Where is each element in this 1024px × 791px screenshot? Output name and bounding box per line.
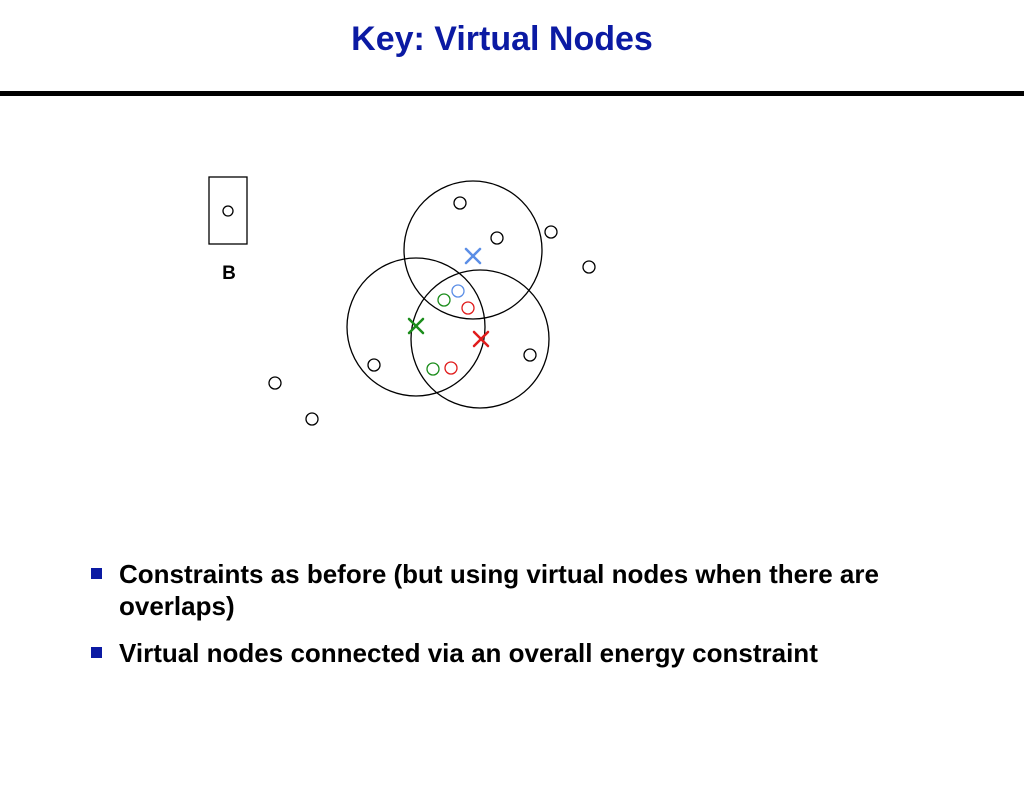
square-bullet-icon (91, 647, 102, 658)
sensor-node (523, 348, 537, 362)
bullet-item: Virtual nodes connected via an overall e… (88, 637, 908, 669)
virtual-node-red (444, 361, 458, 375)
cluster-head-red (472, 330, 490, 348)
virtual-node-green (437, 293, 451, 307)
base-station-box (208, 176, 248, 245)
slide-title: Key: Virtual Nodes (351, 20, 653, 58)
bullet-text: Constraints as before (but using virtual… (119, 559, 879, 621)
virtual-node-blue (451, 284, 465, 298)
title-divider (0, 91, 1024, 96)
sensor-node (305, 412, 319, 426)
virtual-node-red (461, 301, 475, 315)
sensor-node (453, 196, 467, 210)
base-station: B (208, 176, 248, 284)
virtual-node-green (426, 362, 440, 376)
sensor-nodes (268, 196, 596, 426)
sensor-node (490, 231, 504, 245)
square-bullet-icon (91, 568, 102, 579)
base-station-node (222, 205, 234, 217)
bullet-text: Virtual nodes connected via an overall e… (119, 638, 818, 668)
base-station-label: B (222, 263, 236, 284)
sensor-node (582, 260, 596, 274)
virtual-nodes (426, 284, 475, 376)
cluster-head-blue (464, 247, 482, 265)
sensor-node (367, 358, 381, 372)
cluster-circle-blue (403, 180, 543, 320)
sensor-node (544, 225, 558, 239)
cluster-circle-green (346, 257, 486, 397)
cluster-circle-red (410, 269, 550, 409)
cluster-head-green (407, 317, 425, 335)
bullet-list: Constraints as before (but using virtual… (88, 558, 908, 684)
bullet-item: Constraints as before (but using virtual… (88, 558, 908, 622)
sensor-node (268, 376, 282, 390)
